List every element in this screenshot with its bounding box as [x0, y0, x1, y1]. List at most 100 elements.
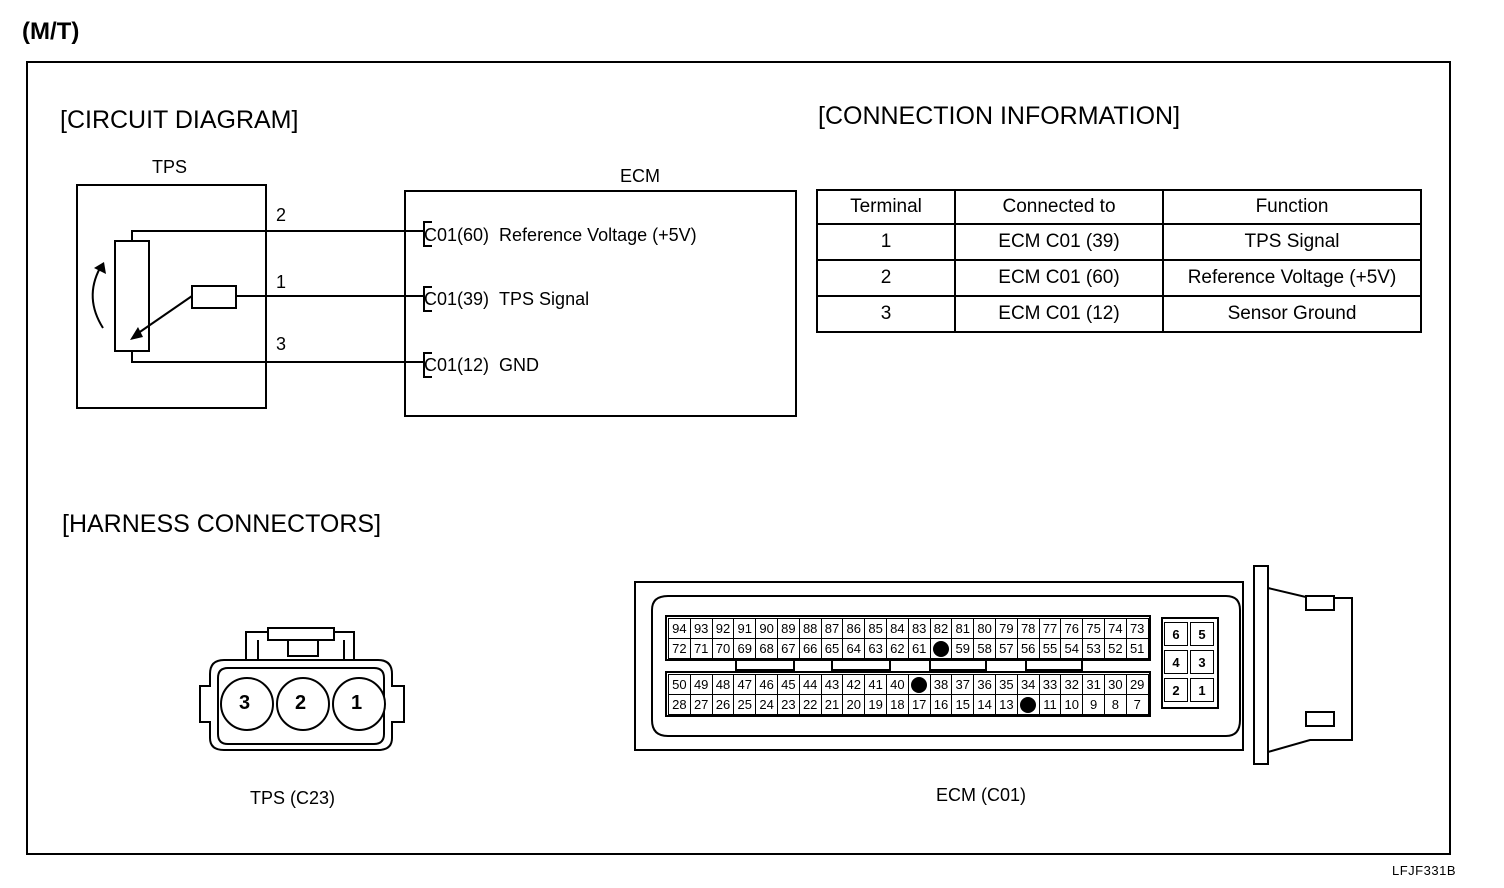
table-row: 3 ECM C01 (12) Sensor Ground — [816, 295, 1422, 333]
connection-info-title: [CONNECTION INFORMATION] — [818, 102, 1181, 130]
ecm-pin: 41 — [864, 674, 887, 695]
ecm-pin: 78 — [1016, 618, 1040, 639]
ecm-side-pin: 4 — [1164, 650, 1188, 674]
tps-pin-2-circle — [276, 677, 330, 731]
diagram-frame — [26, 61, 1451, 855]
ecm-pin: 86 — [842, 618, 866, 639]
ecm-side-pin: 2 — [1164, 678, 1188, 702]
ecm-pin: 37 — [951, 674, 975, 695]
header-connected-to: Connected to — [954, 189, 1164, 225]
cell-function: Reference Voltage (+5V) — [1162, 259, 1422, 297]
ecm-pin: 56 — [1016, 638, 1040, 659]
ecm-pin: 58 — [973, 638, 996, 659]
ecm-pin: 79 — [995, 618, 1018, 639]
wiper-arrow-line — [133, 295, 193, 337]
ecm-pin: 70 — [711, 638, 735, 659]
tps-pin-3-label: 3 — [276, 334, 287, 354]
cell-terminal: 2 — [816, 259, 956, 297]
table-header-row: Terminal Connected to Function — [816, 189, 1422, 225]
ecm-pin: 91 — [733, 618, 757, 639]
ecm-connector-label: ECM (C01) — [936, 785, 1027, 805]
header-function: Function — [1162, 189, 1422, 225]
table-row: 1 ECM C01 (39) TPS Signal — [816, 223, 1422, 261]
cell-function: Sensor Ground — [1162, 295, 1422, 333]
tps-connector-label: TPS (C23) — [250, 788, 336, 808]
ecm-pin: 44 — [798, 674, 822, 695]
ecm-pin: 65 — [820, 638, 844, 659]
ecm-pin: 61 — [907, 638, 931, 659]
ecm-pin: 73 — [1125, 618, 1149, 639]
ecm-pin: 59 — [951, 638, 975, 659]
ecm-pin: 36 — [973, 674, 996, 695]
terminal-bracket-12 — [423, 352, 432, 378]
tps-connector-pin: 2 — [295, 692, 307, 714]
ecm-side-pin: 3 — [1190, 650, 1214, 674]
tps-pin-3-circle — [220, 677, 274, 731]
ecm-pin: 77 — [1038, 618, 1062, 639]
cell-function: TPS Signal — [1162, 223, 1422, 261]
ecm-pin: 45 — [777, 674, 800, 695]
ecm-pin — [907, 674, 931, 695]
harness-connectors-title: [HARNESS CONNECTORS] — [62, 510, 382, 538]
ecm-pin: 7 — [1125, 694, 1149, 715]
ecm-pin: 62 — [886, 638, 909, 659]
terminal-code: C01(12) — [424, 355, 490, 375]
ecm-pin: 69 — [733, 638, 757, 659]
ecm-pin: 32 — [1060, 674, 1084, 695]
ecm-pin: 57 — [995, 638, 1018, 659]
ecm-side-pin: 6 — [1164, 622, 1188, 646]
ecm-pin: 17 — [907, 694, 931, 715]
ecm-terminal-12: C01(12) GND — [424, 355, 539, 376]
terminal-code: C01(60) — [424, 225, 490, 245]
ecm-pin-plug-dot — [1020, 696, 1037, 713]
ecm-pin: 21 — [820, 694, 844, 715]
ecm-pin: 46 — [755, 674, 778, 695]
ecm-pin: 67 — [777, 638, 800, 659]
ecm-pin: 63 — [864, 638, 887, 659]
ecm-pin: 66 — [798, 638, 822, 659]
ecm-pin: 30 — [1104, 674, 1127, 695]
ecm-pin: 35 — [995, 674, 1018, 695]
ecm-pin: 31 — [1082, 674, 1105, 695]
ecm-pin: 26 — [711, 694, 735, 715]
circuit-diagram-title: [CIRCUIT DIAGRAM] — [60, 106, 299, 134]
ecm-pin: 90 — [755, 618, 778, 639]
terminal-code: C01(39) — [424, 289, 490, 309]
ecm-pin: 19 — [864, 694, 887, 715]
ecm-pin: 72 — [668, 638, 691, 659]
tps-pin-2-label: 2 — [276, 205, 287, 225]
ecm-terminal-39: C01(39) TPS Signal — [424, 289, 589, 310]
ecm-box — [404, 190, 797, 417]
ecm-pin: 8 — [1104, 694, 1127, 715]
ecm-pin: 76 — [1060, 618, 1084, 639]
ecm-pin: 87 — [820, 618, 844, 639]
ecm-pin: 34 — [1016, 674, 1040, 695]
connection-table: Terminal Connected to Function 1 ECM C01… — [816, 189, 1422, 333]
ecm-pin: 33 — [1038, 674, 1062, 695]
cell-connected-to: ECM C01 (60) — [954, 259, 1164, 297]
ecm-pin: 82 — [929, 618, 953, 639]
ecm-pin: 23 — [777, 694, 800, 715]
ecm-pin: 13 — [995, 694, 1018, 715]
ecm-pin: 84 — [886, 618, 909, 639]
tps-connector-pin: 3 — [239, 692, 251, 714]
ecm-pin: 64 — [842, 638, 866, 659]
header-terminal: Terminal — [816, 189, 956, 225]
ecm-pin: 43 — [820, 674, 844, 695]
ecm-pin: 48 — [711, 674, 735, 695]
ecm-pin: 93 — [689, 618, 713, 639]
ecm-pin: 53 — [1082, 638, 1105, 659]
ecm-pin: 83 — [907, 618, 931, 639]
rotation-arrow-head — [94, 262, 106, 274]
terminal-function: GND — [499, 355, 540, 375]
ecm-pin: 27 — [689, 694, 713, 715]
ecm-pin: 92 — [711, 618, 735, 639]
ecm-pin: 20 — [842, 694, 866, 715]
ecm-pin: 22 — [798, 694, 822, 715]
ecm-pin: 10 — [1060, 694, 1084, 715]
ecm-pin: 89 — [777, 618, 800, 639]
ecm-pin: 15 — [951, 694, 975, 715]
ecm-pin: 50 — [668, 674, 691, 695]
